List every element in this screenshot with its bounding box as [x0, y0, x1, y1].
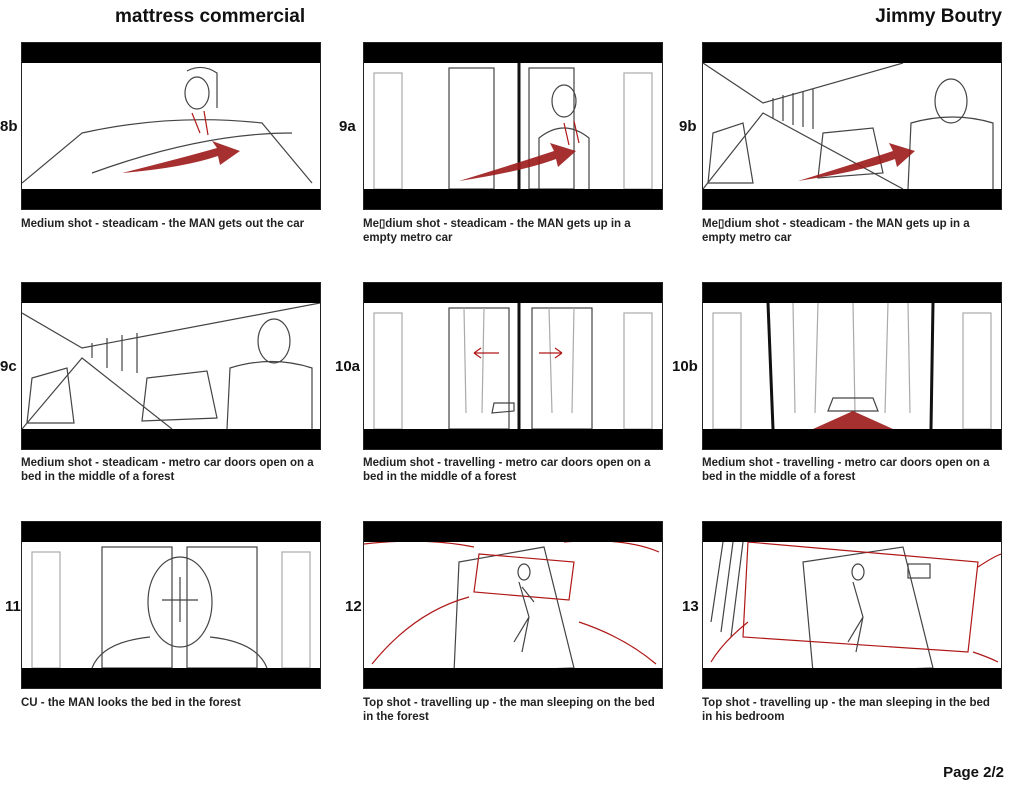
storyboard-panel [363, 282, 663, 450]
sketch-man-closeup [31, 546, 311, 668]
shot-number: 12 [345, 598, 362, 615]
storyboard-panel [21, 521, 321, 689]
shot-number: 10a [335, 358, 361, 375]
sketch-bed-forest [712, 303, 992, 429]
storyboard-panel [21, 42, 321, 210]
page-number: Page 2/2 [943, 764, 1004, 781]
shot-number: 10b [672, 358, 698, 375]
panel-caption: CU - the MAN looks the bed in the forest [21, 697, 241, 709]
shot-number: 9a [339, 118, 356, 135]
panel-caption: Medium shot - travelling - metro car doo… [702, 457, 990, 483]
sketch-metro-perspective [703, 63, 994, 189]
panel-caption: Me▯dium shot - steadicam - the MAN gets … [702, 218, 970, 244]
panel-caption: Medium shot - steadicam - metro car door… [21, 457, 314, 483]
panel-caption: Me▯dium shot - steadicam - the MAN gets … [363, 218, 631, 244]
sketch-car-exit [22, 66, 313, 184]
shot-number: 9c [0, 358, 17, 375]
sketch-metro-doors [22, 303, 320, 429]
sketch-top-shot-bedroom [710, 542, 1001, 668]
storyboard-panel [702, 282, 1002, 450]
panel-caption: Top shot - travelling up - the man sleep… [363, 697, 655, 723]
panel-caption: Medium shot - steadicam - the MAN gets o… [21, 218, 305, 230]
shot-number: 11 [5, 598, 21, 615]
shot-number: 13 [682, 598, 699, 615]
panel-caption: Medium shot - travelling - metro car doo… [363, 457, 651, 483]
author-name: Jimmy Boutry [875, 6, 1002, 27]
storyboard-panel [363, 521, 663, 689]
sketch-top-shot-forest [364, 542, 660, 668]
storyboard-panel [21, 282, 321, 450]
storyboard-panel [702, 42, 1002, 210]
shot-number: 8b [0, 118, 18, 135]
storyboard-panel [363, 42, 663, 210]
panel-caption: Top shot - travelling up - the man sleep… [702, 697, 990, 723]
storyboard-title: mattress commercial [115, 6, 306, 27]
storyboard-panel [702, 521, 1002, 689]
sketch-doors-forest [373, 303, 653, 429]
sketch-metro-car [373, 63, 653, 189]
shot-number: 9b [679, 118, 697, 135]
